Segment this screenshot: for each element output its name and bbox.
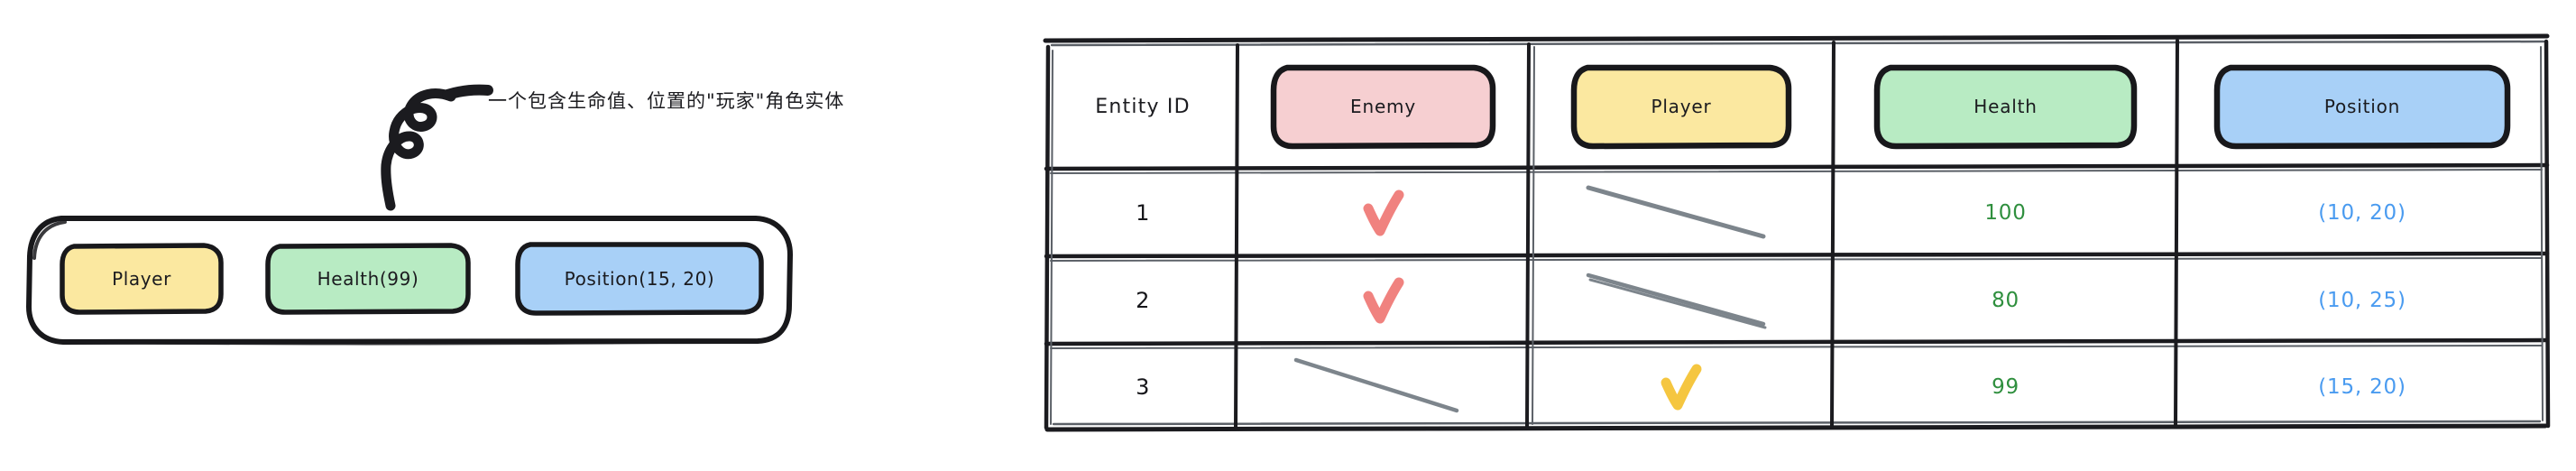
position-value: (10, 20) <box>2318 200 2406 225</box>
strikethrough-icon <box>1586 272 1767 328</box>
component-outline <box>515 242 764 316</box>
entity-id-value: 1 <box>1136 199 1150 226</box>
entity-annotation-text: 一个包含生命值、位置的"玩家"角色实体 <box>488 90 845 112</box>
header-chip-outline <box>2213 64 2511 149</box>
column-header-label: Health <box>1973 96 2038 117</box>
check-icon <box>1661 364 1702 410</box>
component-outline <box>265 243 471 315</box>
cell-health-row2: 80 <box>1834 256 2177 344</box>
table-header-enemy[interactable]: Enemy <box>1237 47 1529 166</box>
component-box-position[interactable]: Position(15, 20) <box>514 241 765 317</box>
position-value: (15, 20) <box>2318 374 2406 399</box>
health-value: 100 <box>1984 200 2027 225</box>
entity-id-value: 3 <box>1136 374 1150 400</box>
header-chip-outline <box>1873 64 2138 149</box>
component-label: Health(99) <box>317 268 419 290</box>
health-value: 80 <box>1992 288 2019 312</box>
table-row: 1 <box>1048 169 1237 256</box>
cell-position-row1: (10, 20) <box>2177 169 2547 256</box>
entity-component-table: Entity ID Enemy Player <box>1043 32 2551 435</box>
table-row: 2 <box>1048 256 1237 344</box>
cell-health-row3: 99 <box>1834 344 2177 429</box>
table-header-health[interactable]: Health <box>1834 47 2177 166</box>
component-box-player[interactable]: Player <box>60 243 224 315</box>
cell-health-row1: 100 <box>1834 169 2177 256</box>
check-icon <box>1363 277 1403 323</box>
cell-player-row2[interactable] <box>1529 256 1834 344</box>
cell-player-row1[interactable] <box>1529 169 1834 256</box>
entity-container: Player Health(99) Position(15, 20) <box>25 213 794 346</box>
strikethrough-icon <box>1586 185 1766 238</box>
header-chip-outline <box>1570 64 1792 149</box>
cell-position-row2: (10, 25) <box>2177 256 2547 344</box>
component-box-health[interactable]: Health(99) <box>265 243 471 315</box>
strikethrough-icon <box>1293 357 1458 412</box>
cell-player-row3[interactable] <box>1529 344 1834 429</box>
component-label: Position(15, 20) <box>564 268 715 290</box>
column-header-label: Entity ID <box>1095 95 1191 118</box>
entity-id-value: 2 <box>1136 287 1150 313</box>
curly-arrow-icon <box>381 84 493 211</box>
cell-position-row3: (15, 20) <box>2177 344 2547 429</box>
component-label: Player <box>112 268 171 290</box>
health-value: 99 <box>1992 374 2019 399</box>
cell-enemy-row1[interactable] <box>1237 169 1529 256</box>
component-outline <box>60 243 224 315</box>
column-header-label: Player <box>1651 96 1712 117</box>
table-header-entity-id: Entity ID <box>1048 47 1237 166</box>
header-chip-outline <box>1270 64 1496 149</box>
check-icon <box>1363 189 1403 236</box>
table-row: 3 <box>1048 344 1237 429</box>
position-value: (10, 25) <box>2318 288 2406 312</box>
cell-enemy-row2[interactable] <box>1237 256 1529 344</box>
table-grid <box>1043 33 2551 432</box>
column-header-label: Position <box>2323 96 2401 117</box>
table-header-player[interactable]: Player <box>1529 47 1834 166</box>
table-header-position[interactable]: Position <box>2177 47 2547 166</box>
cell-enemy-row3[interactable] <box>1237 344 1529 429</box>
column-header-label: Enemy <box>1350 96 1416 117</box>
